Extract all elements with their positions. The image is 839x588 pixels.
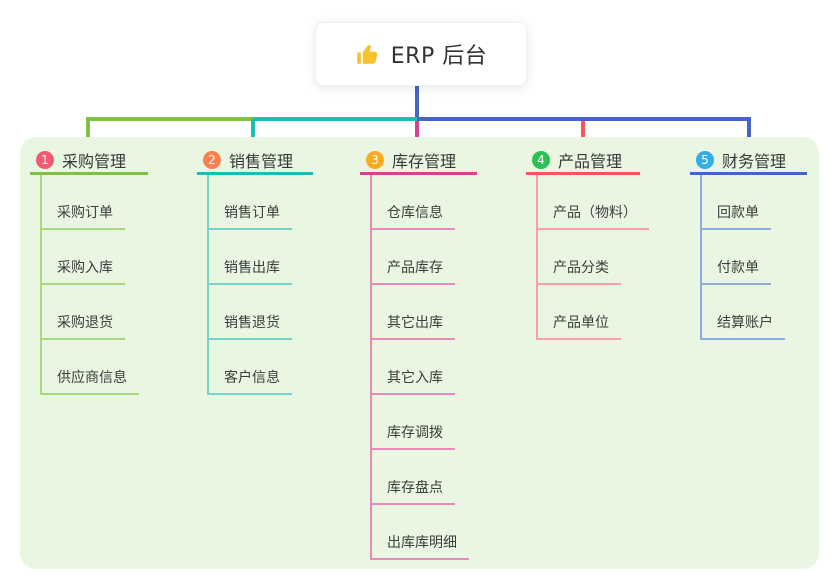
child-node[interactable]: 采购入库 — [42, 257, 125, 285]
branch-inventory-children: 仓库信息产品库存其它出库其它入库库存调拨库存盘点出库库明细 — [370, 175, 477, 560]
child-row: 销售出库 — [209, 230, 313, 285]
branch-sales: 2 销售管理 销售订单销售出库销售退货客户信息 — [197, 148, 313, 395]
child-row: 客户信息 — [209, 340, 313, 395]
branches-panel — [20, 137, 819, 569]
child-node[interactable]: 采购退货 — [42, 312, 125, 340]
child-row: 其它出库 — [372, 285, 477, 340]
child-row: 出库库明细 — [372, 505, 477, 560]
child-node[interactable]: 库存盘点 — [372, 477, 455, 505]
child-row: 付款单 — [702, 230, 807, 285]
child-row: 仓库信息 — [372, 175, 477, 230]
child-row: 结算账户 — [702, 285, 807, 340]
child-row: 库存盘点 — [372, 450, 477, 505]
child-node[interactable]: 销售订单 — [209, 202, 292, 230]
child-row: 其它入库 — [372, 340, 477, 395]
child-node[interactable]: 其它出库 — [372, 312, 455, 340]
thumbs-up-icon — [355, 41, 381, 67]
branch-finance: 5 财务管理 回款单付款单结算账户 — [690, 148, 807, 340]
badge-5: 5 — [696, 151, 714, 169]
root-node-title: ERP 后台 — [390, 44, 488, 69]
connector-horizontal-purchase — [86, 117, 255, 121]
branch-inventory-title: 库存管理 — [392, 152, 457, 171]
branch-product-children: 产品（物料） 产品分类产品单位 — [536, 175, 649, 340]
root-node-erp[interactable]: ERP 后台 — [315, 22, 527, 86]
child-row: 采购入库 — [42, 230, 148, 285]
badge-4: 4 — [532, 151, 550, 169]
branch-finance-children: 回款单付款单结算账户 — [700, 175, 807, 340]
child-node[interactable]: 销售出库 — [209, 257, 292, 285]
badge-3: 3 — [366, 151, 384, 169]
branch-purchase-heading[interactable]: 1 采购管理 — [30, 148, 148, 175]
child-row: 销售订单 — [209, 175, 313, 230]
child-node[interactable]: 产品库存 — [372, 257, 455, 285]
child-node[interactable]: 产品（物料） — [538, 202, 649, 230]
child-row: 产品单位 — [538, 285, 640, 340]
child-node[interactable]: 销售退货 — [209, 312, 292, 340]
branch-inventory-heading[interactable]: 3 库存管理 — [360, 148, 477, 175]
child-node[interactable]: 结算账户 — [702, 312, 785, 340]
child-node[interactable]: 库存调拨 — [372, 422, 455, 450]
connector-horizontal-right — [417, 117, 751, 121]
branch-sales-title: 销售管理 — [229, 152, 294, 171]
child-node[interactable]: 产品单位 — [538, 312, 621, 340]
branch-purchase: 1 采购管理 采购订单采购入库采购退货供应商信息 — [30, 148, 148, 395]
connector-horizontal-sales — [253, 117, 417, 121]
connector-drop-sales — [251, 119, 255, 149]
branch-product-heading[interactable]: 4 产品管理 — [526, 148, 640, 175]
child-row: 采购退货 — [42, 285, 148, 340]
branch-sales-children: 销售订单销售出库销售退货客户信息 — [207, 175, 313, 395]
child-row: 产品（物料） — [538, 175, 649, 230]
connector-drop-finance — [747, 119, 751, 149]
child-node[interactable]: 其它入库 — [372, 367, 455, 395]
branch-inventory: 3 库存管理 仓库信息产品库存其它出库其它入库库存调拨库存盘点出库库明细 — [360, 148, 477, 560]
connector-root-drop — [415, 83, 419, 119]
child-node[interactable]: 回款单 — [702, 202, 771, 230]
badge-2: 2 — [203, 151, 221, 169]
child-node[interactable]: 付款单 — [702, 257, 771, 285]
child-node[interactable]: 仓库信息 — [372, 202, 455, 230]
child-node[interactable]: 客户信息 — [209, 367, 292, 395]
child-row: 销售退货 — [209, 285, 313, 340]
branch-product-title: 产品管理 — [558, 152, 623, 171]
connector-drop-purchase — [86, 119, 90, 149]
connector-drop-inventory — [415, 121, 419, 149]
branch-finance-title: 财务管理 — [722, 152, 787, 171]
badge-1: 1 — [36, 151, 54, 169]
branch-purchase-children: 采购订单采购入库采购退货供应商信息 — [40, 175, 148, 395]
child-row: 供应商信息 — [42, 340, 148, 395]
child-node[interactable]: 产品分类 — [538, 257, 621, 285]
child-row: 库存调拨 — [372, 395, 477, 450]
branch-sales-heading[interactable]: 2 销售管理 — [197, 148, 313, 175]
child-node[interactable]: 采购订单 — [42, 202, 125, 230]
child-node[interactable]: 供应商信息 — [42, 367, 139, 395]
connector-drop-product — [581, 121, 585, 149]
child-node[interactable]: 出库库明细 — [372, 532, 469, 560]
branch-finance-heading[interactable]: 5 财务管理 — [690, 148, 807, 175]
branch-purchase-title: 采购管理 — [62, 152, 127, 171]
branch-product: 4 产品管理 产品（物料） 产品分类产品单位 — [526, 148, 649, 340]
child-row: 产品库存 — [372, 230, 477, 285]
child-row: 回款单 — [702, 175, 807, 230]
child-row: 产品分类 — [538, 230, 640, 285]
child-row: 采购订单 — [42, 175, 148, 230]
